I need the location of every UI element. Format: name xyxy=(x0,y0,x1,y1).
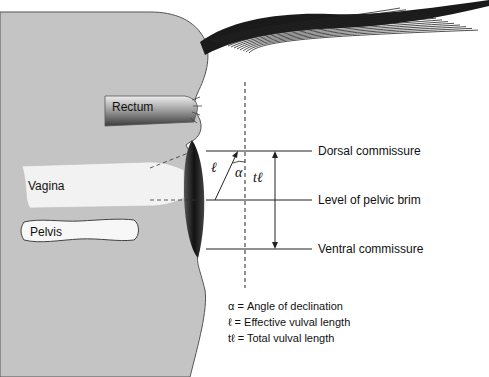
anus-folds xyxy=(190,97,202,123)
anatomy-part: Rectum xyxy=(112,97,182,115)
anatomy-part: Vagina xyxy=(28,176,98,196)
part-name: Rectum xyxy=(112,100,153,114)
symbol-label: ℓ xyxy=(211,160,217,176)
total-length-arrow xyxy=(275,156,276,244)
part-name: Vagina xyxy=(28,179,64,193)
part-name: Pelvis xyxy=(30,225,62,239)
dorsal-commissure-line xyxy=(206,151,312,152)
pelvis-bone xyxy=(21,219,139,242)
vulva xyxy=(184,140,204,258)
arrowhead xyxy=(232,151,238,158)
body-silhouette xyxy=(0,12,208,377)
symbol-key: α = Angle of declination xyxy=(228,300,343,312)
symbol-key: ℓ = Effective vulval length xyxy=(228,316,350,328)
symbol-key: tℓ = Total vulval length xyxy=(228,332,334,344)
vagina-shape xyxy=(22,162,184,208)
tail-hair xyxy=(210,8,478,53)
symbol-label: α xyxy=(235,165,242,181)
ventral-commissure-line xyxy=(206,249,312,250)
rectum-shape xyxy=(105,96,198,126)
level-label: Dorsal commissure xyxy=(318,144,421,158)
arrowhead xyxy=(272,151,278,249)
effective-length-line xyxy=(215,155,236,200)
vertical-reference-line xyxy=(245,82,246,288)
vagina-dashed-line xyxy=(150,200,196,201)
symbol-label: tℓ xyxy=(253,170,263,186)
vagina-dashed-line xyxy=(150,150,196,168)
angle-arc xyxy=(233,161,245,163)
anatomy-part: Pelvis xyxy=(30,222,90,239)
pelvic-brim-line xyxy=(206,200,312,201)
level-label: Ventral commissure xyxy=(318,242,423,256)
tail xyxy=(200,0,489,55)
level-label: Level of pelvic brim xyxy=(318,193,421,207)
